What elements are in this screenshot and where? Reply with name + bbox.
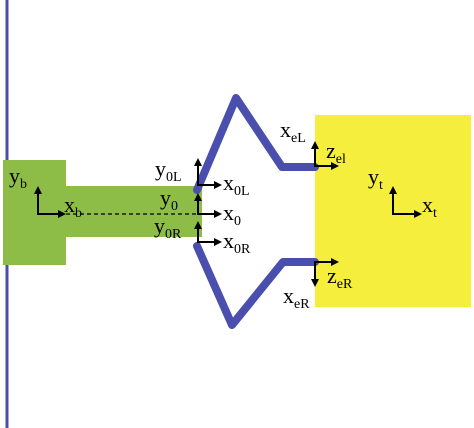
target-y-label: yt bbox=[368, 164, 383, 193]
right-root-y-label: y0R bbox=[154, 213, 182, 242]
base-bar bbox=[66, 186, 202, 237]
left-arm bbox=[193, 94, 319, 194]
center-y-label: y0 bbox=[160, 185, 178, 214]
left-tip-x-label: xeL bbox=[280, 117, 306, 146]
target-x-label: xt bbox=[422, 192, 437, 221]
target-frame-axes bbox=[389, 186, 422, 218]
center-x-label: x0 bbox=[223, 200, 241, 229]
base-x-label: xb bbox=[64, 192, 82, 221]
left-tip-frame-axes bbox=[311, 141, 339, 170]
left-tip-z-label: zel bbox=[326, 138, 346, 167]
right-root-x-label: x0R bbox=[223, 228, 251, 257]
right-tip-x-label: xeR bbox=[283, 283, 310, 312]
right-tip-z-label: zeR bbox=[327, 263, 353, 292]
left-root-x-label: x0L bbox=[223, 170, 250, 199]
base-block bbox=[3, 160, 66, 265]
right-root-frame-axes bbox=[194, 221, 222, 246]
left-root-frame-axes bbox=[194, 158, 222, 189]
center-frame-axes bbox=[194, 193, 222, 218]
base-y-label: yb bbox=[9, 163, 27, 192]
left-root-y-label: y0L bbox=[155, 156, 182, 185]
base-frame-axes bbox=[34, 186, 66, 218]
right-arm bbox=[193, 242, 319, 329]
right-tip-frame-axes bbox=[311, 258, 339, 287]
